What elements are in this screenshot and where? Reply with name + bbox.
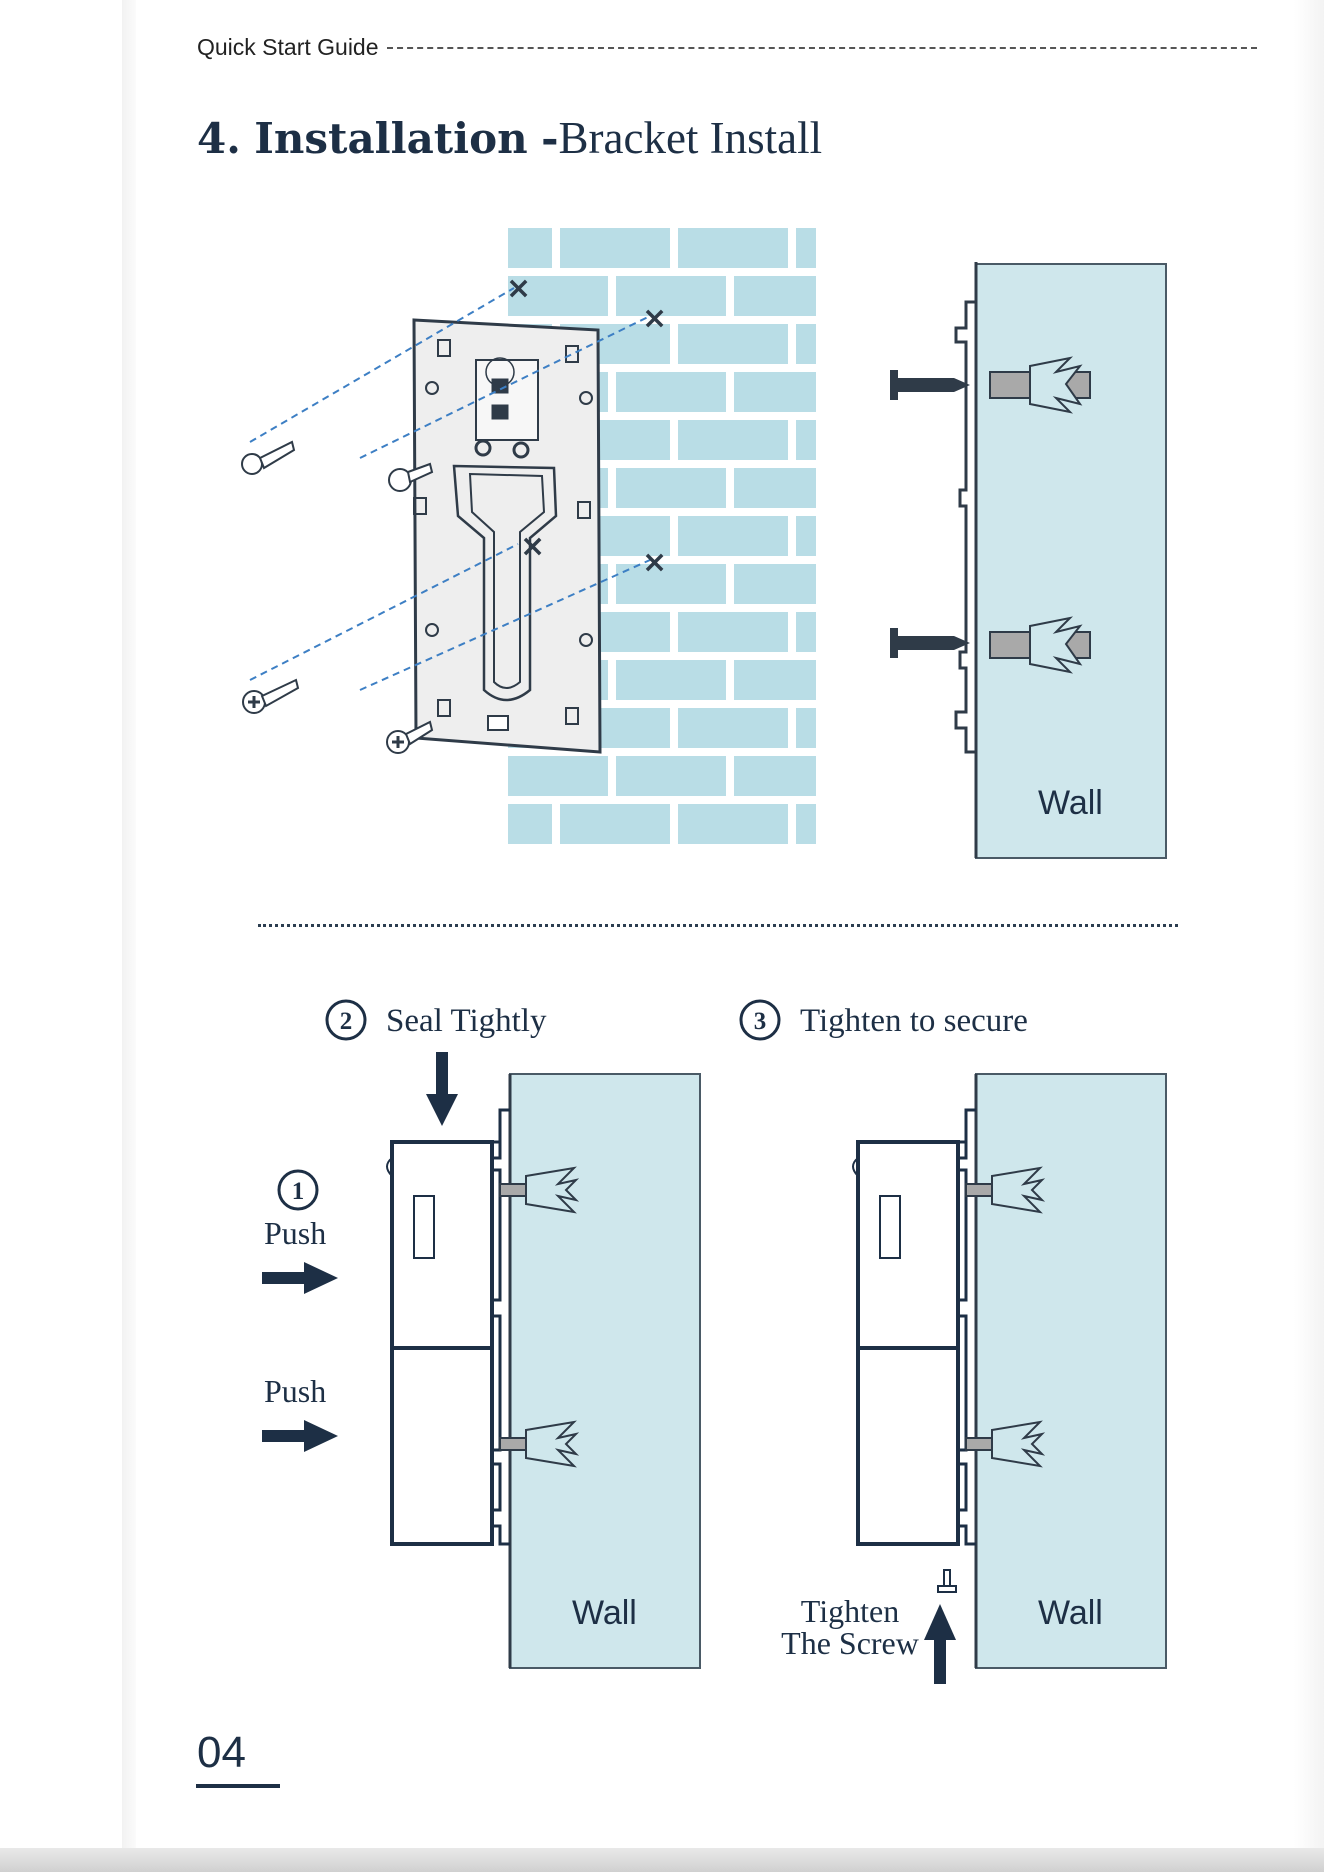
step-3-label: Tighten to secure (800, 1003, 1028, 1039)
step-3-number: 3 (754, 1008, 767, 1035)
header-title: Quick Start Guide (197, 34, 379, 61)
wall-label: Wall (1038, 784, 1103, 822)
drill-mark-x: × (642, 545, 667, 580)
section-number: 4. (197, 114, 241, 163)
running-header: Quick Start Guide (197, 34, 1257, 61)
doorbell-push-illustration: 1 Push Push Wall (256, 1050, 706, 1670)
page-margin (0, 0, 128, 1872)
wall-label: Wall (1038, 1594, 1103, 1632)
doorbell-unit (387, 1142, 492, 1544)
wall-section (510, 1074, 700, 1668)
section-subtitle: Bracket Install (559, 113, 823, 163)
tighten-label-line1: Tighten (801, 1593, 899, 1629)
section-main-title: Installation (254, 114, 527, 163)
step-3-caption: 3 Tighten to secure (738, 995, 1098, 1045)
wall-section (976, 1074, 1166, 1668)
drill-mark-x: × (506, 271, 531, 306)
screw-icon (890, 370, 970, 400)
screw-icon (890, 628, 970, 658)
wall-section (976, 264, 1166, 858)
section-divider (258, 924, 1178, 927)
step-1-marker: 1 Push (264, 1171, 326, 1251)
wall-label: Wall (572, 1594, 637, 1632)
screw-icon (243, 680, 298, 713)
push-label-top: Push (264, 1215, 326, 1251)
section-title: 4. Installation -Bracket Install (197, 112, 822, 164)
tighten-label-line2: The Screw (781, 1625, 919, 1661)
push-label-bottom: Push (264, 1373, 326, 1409)
page-number-underline (196, 1784, 280, 1788)
bracket-profile (492, 1110, 510, 1544)
step-1-number: 1 (292, 1178, 305, 1205)
wall-section-anchors-illustration: Wall (880, 262, 1170, 862)
step-2-number: 2 (340, 1008, 353, 1035)
step-2-caption: 2 Seal Tightly (324, 995, 584, 1045)
mounting-bracket (414, 320, 600, 752)
page-right-edge (1294, 0, 1324, 1872)
seal-arrow-down-icon (426, 1052, 458, 1126)
drill-mark-x: × (642, 301, 667, 336)
bracket-profile (958, 1110, 976, 1544)
page-gutter (122, 0, 136, 1872)
set-screw-icon (938, 1570, 956, 1592)
drill-mark-x: × (520, 529, 545, 564)
push-arrow-right-icon (262, 1420, 338, 1452)
page-number: 04 (197, 1728, 246, 1778)
page-bottom-edge (0, 1848, 1324, 1872)
screw-icon (242, 442, 294, 474)
header-dashed-rule (387, 47, 1257, 49)
bracket-profile (956, 302, 976, 752)
tighten-arrow-up-icon (924, 1604, 956, 1684)
mounting-screws (242, 442, 432, 753)
push-arrow-right-icon (262, 1262, 338, 1294)
doorbell-secured-illustration: Tighten The Screw Wall (760, 1050, 1180, 1670)
title-separator: - (541, 114, 558, 163)
doorbell-unit (853, 1142, 958, 1544)
bracket-on-brick-illustration: × × × × (230, 220, 850, 870)
step-2-label: Seal Tightly (386, 1003, 547, 1039)
